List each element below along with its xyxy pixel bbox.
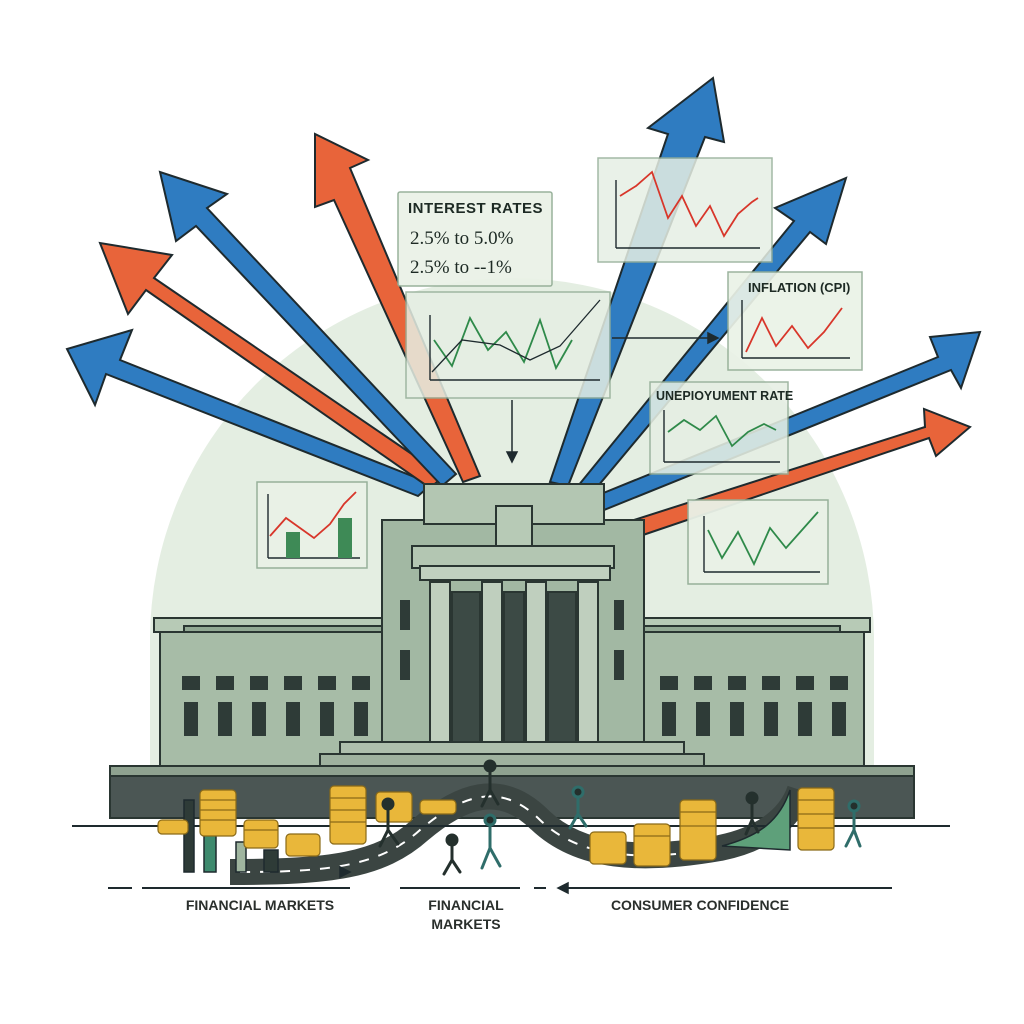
arrow-up-icon: [65, 328, 434, 498]
coin-stack-icon: [157, 819, 189, 835]
inflation-panel: [727, 271, 863, 371]
interest-rates-panel: [397, 191, 553, 287]
line-chart-icon: [429, 299, 601, 381]
coin-stack-icon: [243, 819, 279, 849]
financial-markets-label-left: FINANCIAL MARKETS: [185, 897, 335, 913]
line-chart-icon: [615, 170, 760, 249]
mini-charts: [267, 170, 850, 573]
interest-rates-title: INTEREST RATES: [408, 200, 544, 217]
financial-markets-label-center: FINANCIAL MARKETS: [428, 897, 504, 932]
interest-rates-line-1: 2.5% to 5.0%: [410, 228, 514, 249]
person-walking-icon: [744, 791, 760, 836]
building-windows: [182, 600, 848, 736]
line-chart-icon: [663, 410, 780, 463]
people: [378, 759, 862, 876]
road-markings: [239, 795, 721, 873]
bar-chart-icon: [267, 491, 360, 559]
coin-stack-icon: [679, 799, 717, 861]
person-walking-icon: [480, 813, 502, 870]
unemployment-title: UNEPIOYUMENT RATE: [656, 389, 794, 403]
line-chart-icon: [741, 300, 850, 359]
person-walking-icon: [378, 797, 400, 848]
coin-stack-icon: [633, 823, 671, 867]
coin-stacks: [157, 785, 835, 867]
federal-reserve-building: [109, 483, 915, 819]
coin-stack-icon: [329, 785, 367, 845]
coin-stack-icon: [285, 833, 321, 857]
coin-stack-icon: [199, 789, 237, 837]
coin-stack-icon: [375, 791, 413, 823]
rising-chart: [721, 789, 791, 851]
line-chart-icon: [703, 511, 820, 573]
person-walking-icon: [442, 833, 462, 876]
arrow-up-icon: [98, 241, 446, 490]
interest-rates-line-2: 2.5% to --1%: [410, 257, 512, 278]
arrow-up-icon: [158, 170, 458, 488]
flow-arrows: [339, 331, 720, 895]
coin-stack-icon: [589, 831, 627, 865]
coin-stack-icon: [419, 799, 457, 815]
person-walking-icon: [480, 759, 500, 808]
consumer-confidence-label: CONSUMER CONFIDENCE: [610, 897, 790, 913]
person-walking-icon: [568, 785, 588, 830]
inflation-title: INFLATION (CPI): [748, 280, 851, 295]
right-chart-panel: [687, 499, 829, 585]
top-chart-panel: [597, 157, 773, 263]
person-walking-icon: [844, 799, 862, 848]
coin-stack-icon: [797, 787, 835, 851]
